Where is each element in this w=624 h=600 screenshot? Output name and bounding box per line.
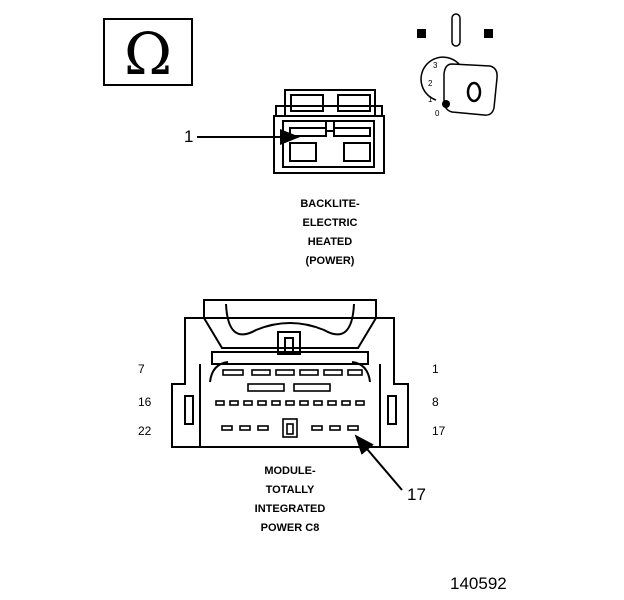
- pin-cavities: [215, 369, 365, 438]
- svg-text:1: 1: [428, 95, 433, 104]
- pin-label-17: 17: [432, 424, 446, 438]
- ignition-key-icon: 3 2 1 0: [417, 13, 498, 118]
- figure-number: 140592: [450, 574, 507, 593]
- module-caption: MODULE- TOTALLY INTEGRATED POWER C8: [254, 465, 326, 534]
- backlite-caption: BACKLITE- ELECTRIC HEATED (POWER): [300, 198, 360, 267]
- callout-label-17: 17: [407, 485, 426, 504]
- pin-label-22: 22: [138, 424, 152, 438]
- callout-17-arrow: [354, 434, 403, 491]
- pin-label-8: 8: [432, 395, 439, 409]
- ohm-symbol-icon: Ω: [103, 18, 193, 88]
- pin-label-1: 1: [432, 362, 439, 376]
- pin-label-7: 7: [138, 362, 145, 376]
- svg-text:2: 2: [428, 79, 433, 88]
- callout-label-1: 1: [184, 127, 194, 146]
- svg-text:0: 0: [435, 109, 440, 118]
- pin-label-16: 16: [138, 395, 152, 409]
- module-connector: [171, 299, 409, 448]
- backlite-connector: [273, 89, 385, 174]
- svg-text:Ω: Ω: [124, 20, 172, 88]
- svg-text:3: 3: [433, 61, 438, 70]
